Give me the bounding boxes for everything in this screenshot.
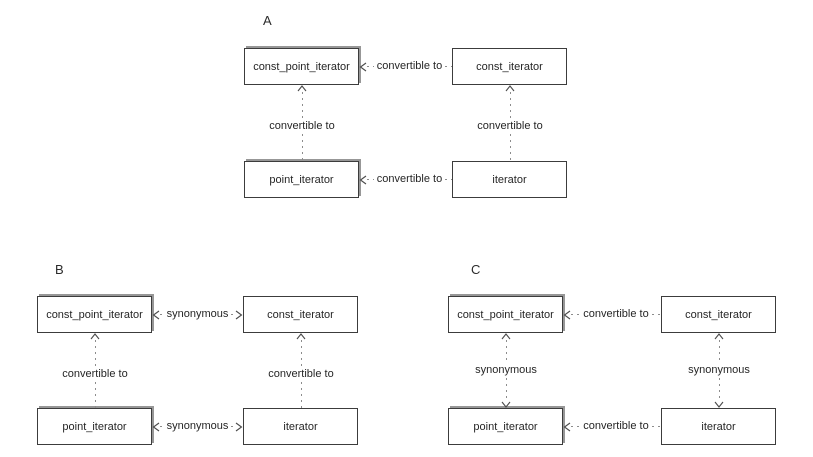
dotted-line [94, 381, 96, 408]
diagram-c-label: C [471, 262, 481, 277]
box-label: const_point_iterator [457, 308, 554, 321]
diagram-b-label: B [55, 262, 64, 277]
dotted-line [718, 340, 720, 363]
connector-convertible-top: convertible to [359, 60, 452, 73]
connector-synonymous-top: synonymous [152, 308, 243, 321]
box-const-iterator: const_iterator [661, 296, 776, 333]
dotted-line [571, 426, 581, 427]
connector-label: convertible to [583, 308, 649, 320]
dotted-line [509, 92, 511, 119]
arrowhead-up-icon [90, 333, 100, 340]
dotted-line [445, 179, 452, 180]
connector-label: synonymous [475, 364, 537, 376]
arrowhead-up-icon [296, 333, 306, 340]
box-label: point_iterator [473, 420, 538, 433]
box-label: iterator [492, 173, 527, 186]
box-point-iterator: point_iterator [37, 408, 152, 445]
dotted-line [301, 134, 303, 161]
arrowhead-left-icon [152, 422, 160, 431]
dotted-line [301, 92, 303, 119]
arrowhead-left-icon [563, 310, 571, 319]
dotted-line [300, 381, 302, 408]
arrowhead-up-icon [501, 333, 511, 340]
arrowhead-down-icon [501, 401, 511, 408]
box-point-iterator: point_iterator [244, 161, 359, 198]
arrowhead-right-icon [235, 310, 243, 319]
box-label: iterator [283, 420, 318, 433]
dotted-line [367, 66, 374, 67]
dotted-line [445, 66, 452, 67]
connector-label: synonymous [166, 420, 229, 432]
box-const-iterator: const_iterator [243, 296, 358, 333]
dotted-line [367, 179, 374, 180]
arrowhead-up-icon [505, 85, 515, 92]
connector-label: synonymous [688, 364, 750, 376]
box-iterator: iterator [452, 161, 567, 198]
diagram-a-label: A [263, 13, 272, 28]
arrowhead-left-icon [359, 175, 367, 184]
dotted-line [651, 426, 661, 427]
box-const-iterator: const_iterator [452, 48, 567, 85]
dotted-line [94, 340, 96, 367]
box-label: point_iterator [62, 420, 127, 433]
arrowhead-left-icon [359, 62, 367, 71]
connector-label: convertible to [376, 173, 443, 185]
dotted-line [231, 314, 236, 315]
box-iterator: iterator [661, 408, 776, 445]
dotted-line [718, 378, 720, 401]
connector-convertible-bottom: convertible to [359, 173, 452, 186]
box-point-iterator: point_iterator [448, 408, 563, 445]
arrowhead-left-icon [563, 422, 571, 431]
box-label: const_point_iterator [46, 308, 143, 321]
connector-synonymous-left: synonymous [461, 333, 551, 408]
box-const-point-iterator: const_point_iterator [244, 48, 359, 85]
box-const-point-iterator: const_point_iterator [37, 296, 152, 333]
connector-label: convertible to [477, 120, 543, 132]
box-label: const_point_iterator [253, 60, 350, 73]
connector-convertible-left: convertible to [257, 85, 347, 161]
box-label: const_iterator [476, 60, 543, 73]
connector-convertible-left: convertible to [50, 333, 140, 408]
connector-label: convertible to [376, 60, 443, 72]
dotted-line [509, 134, 511, 161]
connector-synonymous-right: synonymous [674, 333, 764, 408]
connector-convertible-right: convertible to [256, 333, 346, 408]
dotted-line [505, 340, 507, 363]
dotted-line [571, 314, 581, 315]
box-label: const_iterator [685, 308, 752, 321]
box-label: const_iterator [267, 308, 334, 321]
dotted-line [651, 314, 661, 315]
arrowhead-up-icon [297, 85, 307, 92]
box-iterator: iterator [243, 408, 358, 445]
connector-label: convertible to [268, 367, 334, 380]
arrowhead-up-icon [714, 333, 724, 340]
connector-label: synonymous [166, 308, 229, 320]
box-label: iterator [701, 420, 736, 433]
arrowhead-down-icon [714, 401, 724, 408]
box-label: point_iterator [269, 173, 334, 186]
connector-label: convertible to [583, 420, 649, 432]
dotted-line [160, 314, 164, 315]
connector-convertible-bottom: convertible to [563, 420, 661, 433]
connector-label: convertible to [269, 120, 335, 132]
box-const-point-iterator: const_point_iterator [448, 296, 563, 333]
connector-label: convertible to [62, 367, 128, 380]
connector-synonymous-bottom: synonymous [152, 420, 243, 433]
dotted-line [160, 426, 164, 427]
arrowhead-right-icon [235, 422, 243, 431]
connector-convertible-top: convertible to [563, 308, 661, 321]
arrowhead-left-icon [152, 310, 160, 319]
dotted-line [300, 340, 302, 367]
dotted-line [231, 426, 236, 427]
connector-convertible-right: convertible to [465, 85, 555, 161]
dotted-line [505, 378, 507, 401]
